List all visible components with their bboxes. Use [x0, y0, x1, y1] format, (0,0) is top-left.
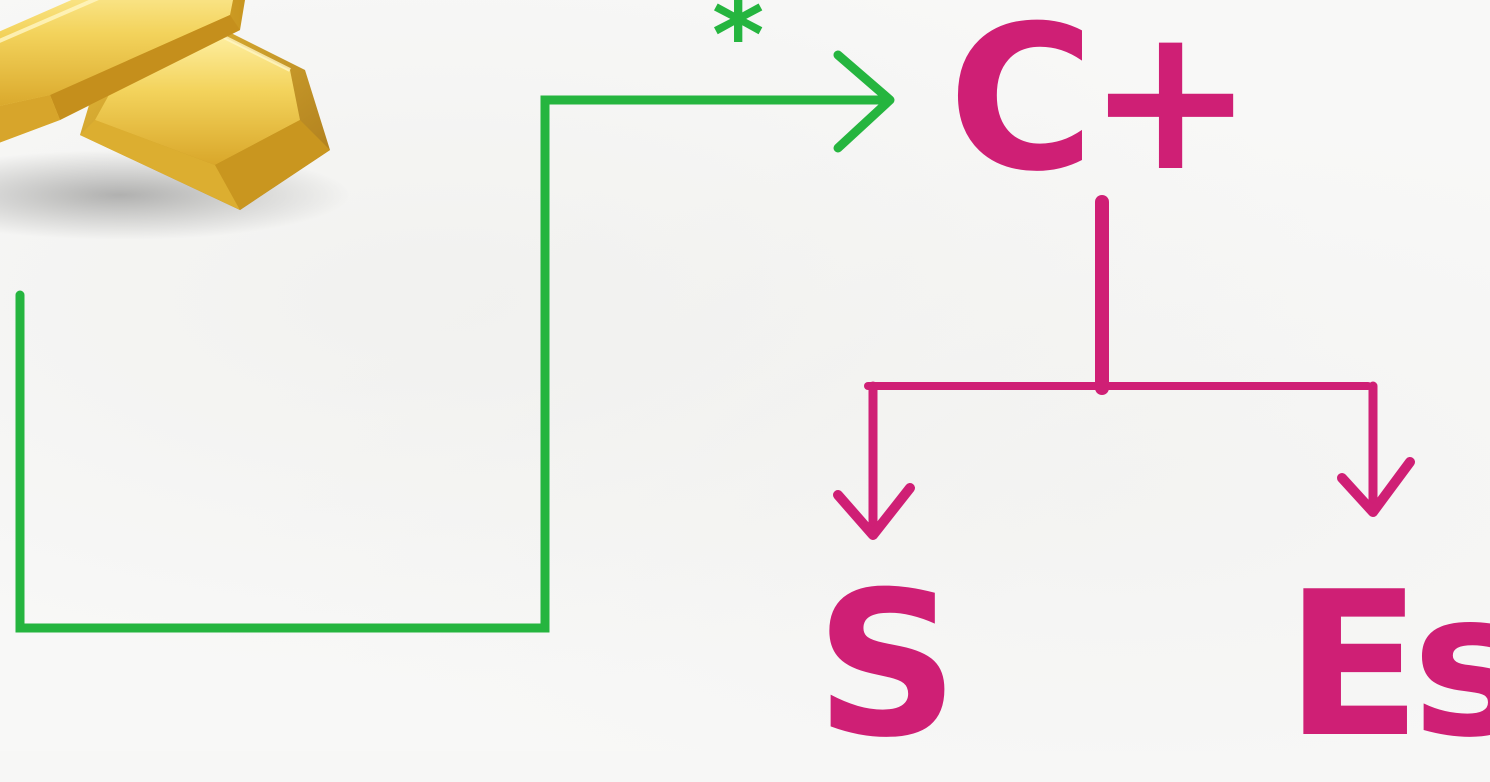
green-path — [15, 95, 893, 633]
magenta-branch-connector — [833, 195, 1415, 540]
green-arrowhead — [833, 50, 895, 153]
node-s: S — [815, 549, 960, 782]
diagram-drawing — [0, 0, 1415, 633]
left-arrowhead — [833, 483, 915, 540]
green-connector — [15, 50, 895, 633]
gold-bars-image — [0, 0, 350, 240]
annotation-asterisk: * — [712, 0, 765, 94]
gold-bar-front — [0, 0, 245, 143]
node-es: Es — [1285, 549, 1490, 782]
node-c-plus: C+ — [948, 0, 1254, 216]
right-arrowhead — [1337, 457, 1415, 517]
diagram-canvas: * C+ S Es — [0, 0, 1490, 766]
